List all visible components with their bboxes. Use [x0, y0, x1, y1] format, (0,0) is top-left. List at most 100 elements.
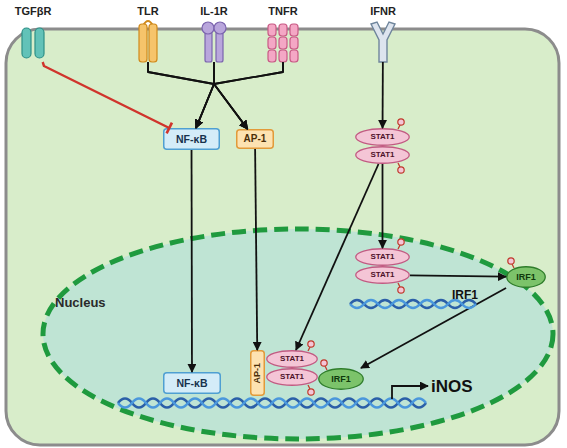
activation-arrow [382, 164, 384, 248]
phosphate-dot [308, 341, 314, 347]
phosphate-dot [398, 287, 404, 293]
oval-outline [356, 147, 410, 164]
receptor-subunit [290, 37, 298, 49]
protein-label: AP-1 [244, 134, 267, 144]
stat1-protein: STAT1 [355, 248, 410, 266]
receptor-subunit [268, 24, 276, 36]
receptor-subunit [290, 24, 298, 36]
oval-outline [507, 267, 546, 288]
receptor: IL-1R [192, 4, 236, 62]
receptor-subunit [149, 24, 157, 62]
transcription-arrow [392, 386, 428, 399]
receptor-subunit [139, 24, 147, 62]
activation-arrow [296, 164, 379, 350]
phosphate-dot [508, 258, 514, 264]
activation-arrow [148, 62, 214, 128]
activation-arrow [382, 62, 384, 128]
dna-strand [118, 399, 426, 408]
receptor: IFNR [358, 4, 408, 62]
irf1-protein: IRF1 [318, 368, 364, 390]
protein-label: STAT1 [370, 151, 394, 159]
receptor-drawing [268, 24, 298, 62]
dna-strand [350, 300, 476, 308]
receptor-subunit [268, 37, 276, 49]
receptor-label: IFNR [370, 4, 396, 17]
ap1-box: AP-1 [250, 350, 265, 396]
receptor-drawing [371, 22, 395, 62]
stat1-protein: STAT1 [266, 368, 318, 386]
phosphate-dot [398, 119, 404, 125]
protein-label: STAT1 [280, 355, 304, 363]
box-outline [164, 373, 221, 394]
receptor-label: TGFβR [15, 4, 52, 17]
nucleus: NucleusSTAT1STAT1NF-κBAP-1STAT1STAT1IRF1 [40, 226, 556, 442]
nfkb-box: NF-κB [163, 128, 220, 150]
stat1-protein: STAT1 [355, 128, 410, 146]
irf1-protein: IRF1 [506, 266, 546, 288]
activation-arrow [255, 149, 257, 350]
protein-label: STAT1 [280, 373, 304, 381]
nuclear-envelope [43, 229, 553, 439]
phosphate-stem [512, 264, 514, 268]
receptor-subunit [35, 28, 44, 58]
oval-outline [267, 369, 318, 386]
phosphate-stem [398, 125, 400, 129]
receptor-domain [202, 22, 214, 34]
activation-arrow [361, 288, 506, 368]
oval-outline [267, 351, 318, 368]
dna-strand [350, 300, 476, 308]
receptor-drawing [22, 28, 44, 58]
box-outline [251, 351, 265, 396]
receptor-body [371, 22, 395, 62]
protein-label: NF-κB [177, 378, 208, 389]
receptor: TLR [126, 4, 170, 62]
protein-label: STAT1 [370, 133, 394, 141]
protein-label: IRF1 [331, 375, 351, 384]
receptor-drawing [139, 21, 157, 62]
phosphate-dot [398, 167, 404, 173]
compartment-label: Nucleus [55, 296, 106, 309]
oval-outline [356, 129, 410, 146]
box-outline [237, 130, 274, 149]
receptor-label: IL-1R [200, 4, 228, 17]
activation-arrow [196, 62, 283, 128]
oval-outline [356, 267, 410, 284]
phosphate-stem [398, 283, 400, 287]
receptor: TNFR [257, 4, 309, 62]
phosphate-group [308, 119, 514, 395]
box-outline [164, 129, 220, 150]
phosphate-stem [325, 366, 327, 370]
phosphate-stem [398, 163, 400, 167]
inhibition-connector [43, 62, 170, 128]
receptor-drawing [202, 22, 226, 62]
dna-strand [118, 399, 426, 408]
nfkb-box: NF-κB [163, 372, 221, 394]
oval-outline [356, 249, 410, 266]
receptor-domain [214, 22, 226, 34]
phosphate-stem [308, 385, 310, 389]
receptor-subunit [22, 28, 31, 58]
receptor-subunit [205, 32, 212, 62]
protein-label: AP-1 [253, 363, 262, 384]
activation-arrow [148, 62, 248, 129]
ap1-box: AP-1 [236, 129, 274, 149]
protein-label: STAT1 [370, 253, 394, 261]
phosphate-dot [308, 389, 314, 395]
stat1-protein: STAT1 [266, 350, 318, 368]
activation-arrow [214, 62, 283, 129]
receptor-subunit [290, 50, 298, 62]
activation-arrow [410, 275, 506, 276]
phosphate-stem [398, 245, 400, 249]
protein-label: STAT1 [370, 271, 394, 279]
gene-label: IRF1 [452, 289, 478, 301]
activation-arrow [191, 150, 193, 372]
receptor: TGFβR [10, 4, 56, 62]
cell-membrane [6, 29, 559, 445]
phosphate-stem [308, 347, 310, 351]
phosphate-dot [321, 360, 327, 366]
receptor-subunit [216, 32, 223, 62]
stat1-protein: STAT1 [355, 266, 410, 284]
